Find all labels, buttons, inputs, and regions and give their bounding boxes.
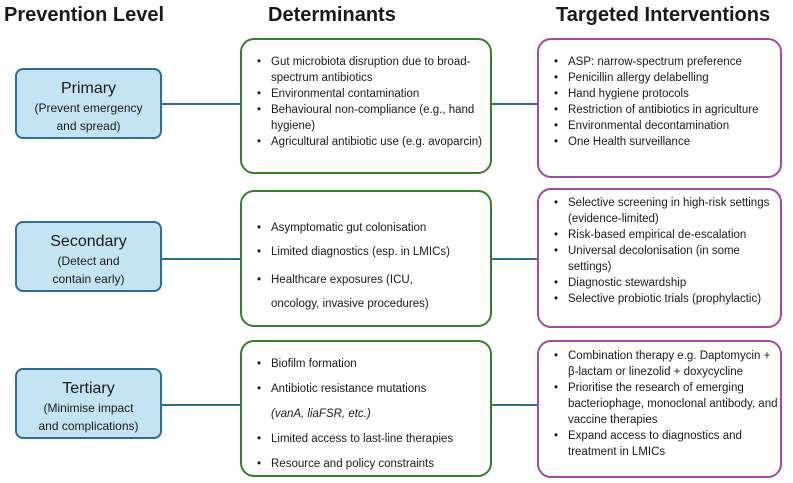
resistance-genes-note: (vanA, liaFSR, etc.) [271, 408, 371, 420]
level-subtitle-line: (Prevent emergency [34, 101, 143, 115]
level-title: Secondary [50, 233, 127, 250]
header-targeted-interventions: Targeted Interventions [556, 4, 771, 26]
level-subtitle-line: and spread) [56, 119, 121, 133]
list-item: Gut microbiota disruption due to broad-s… [257, 54, 490, 86]
list-item: Risk-based empirical de-escalation [554, 227, 780, 243]
list-item: Diagnostic stewardship [554, 275, 780, 291]
list-item-continuation: (vanA, liaFSR, etc.) [271, 406, 490, 422]
list-item: Resource and policy constraints [257, 456, 490, 472]
level-title: Tertiary [62, 380, 115, 397]
list-item: Universal decolonisation (in some settin… [554, 243, 780, 275]
list-item: ASP: narrow-spectrum preference [554, 54, 780, 70]
list-item: Selective probiotic trials (prophylactic… [554, 291, 780, 307]
list-item: Environmental decontamination [554, 118, 780, 134]
level-primary: Primary (Prevent emergency and spread) [15, 68, 162, 139]
interventions-primary: ASP: narrow-spectrum preference Penicill… [537, 38, 782, 178]
connector-tertiary-right [492, 404, 537, 406]
header-prevention-level: Prevention Level [4, 4, 165, 26]
list-item: Penicillin allergy delabelling [554, 70, 780, 86]
list-item: Agricultural antibiotic use (e.g. avopar… [257, 134, 490, 150]
list-item: Prioritise the research of emerging bact… [554, 380, 780, 428]
list-item: Environmental contamination [257, 86, 490, 102]
list-item: Antibiotic resistance mutations [257, 381, 490, 397]
list-item: Asymptomatic gut colonisation [257, 220, 490, 236]
interventions-tertiary: Combination therapy e.g. Daptomycin + β-… [537, 340, 782, 478]
determinants-secondary: Asymptomatic gut colonisation Limited di… [240, 190, 492, 327]
list-item: Limited diagnostics (esp. in LMICs) [257, 244, 490, 260]
header-determinants: Determinants [268, 4, 396, 26]
determinants-tertiary: Biofilm formation Antibiotic resistance … [240, 340, 492, 477]
determinants-primary: Gut microbiota disruption due to broad-s… [240, 38, 492, 174]
list-item: Biofilm formation [257, 356, 490, 372]
list-item: Combination therapy e.g. Daptomycin + β-… [554, 348, 780, 380]
list-item: Healthcare exposures (ICU, oncology, inv… [257, 268, 490, 316]
level-subtitle-line: (Detect and [57, 254, 120, 268]
level-subtitle-line: and complications) [38, 419, 139, 433]
connector-secondary-left [162, 258, 240, 260]
list-item: Restriction of antibiotics in agricultur… [554, 102, 780, 118]
list-item: Hand hygiene protocols [554, 86, 780, 102]
level-secondary: Secondary (Detect and contain early) [15, 221, 162, 292]
level-subtitle-line: contain early) [52, 272, 125, 286]
interventions-secondary: Selective screening in high-risk setting… [537, 188, 782, 328]
level-tertiary: Tertiary (Minimise impact and complicati… [15, 368, 162, 439]
connector-primary-left [162, 103, 240, 105]
list-item: Selective screening in high-risk setting… [554, 195, 780, 227]
level-subtitle-line: (Minimise impact [43, 401, 134, 415]
level-title: Primary [60, 80, 117, 97]
list-item: Expand access to diagnostics and treatme… [554, 428, 780, 460]
connector-primary-right [492, 103, 537, 105]
list-item: Limited access to last-line therapies [257, 431, 490, 447]
list-item: One Health surveillance [554, 134, 780, 150]
connector-tertiary-left [162, 404, 240, 406]
list-item: Behavioural non-compliance (e.g., hand h… [257, 102, 490, 134]
connector-secondary-right [492, 258, 537, 260]
